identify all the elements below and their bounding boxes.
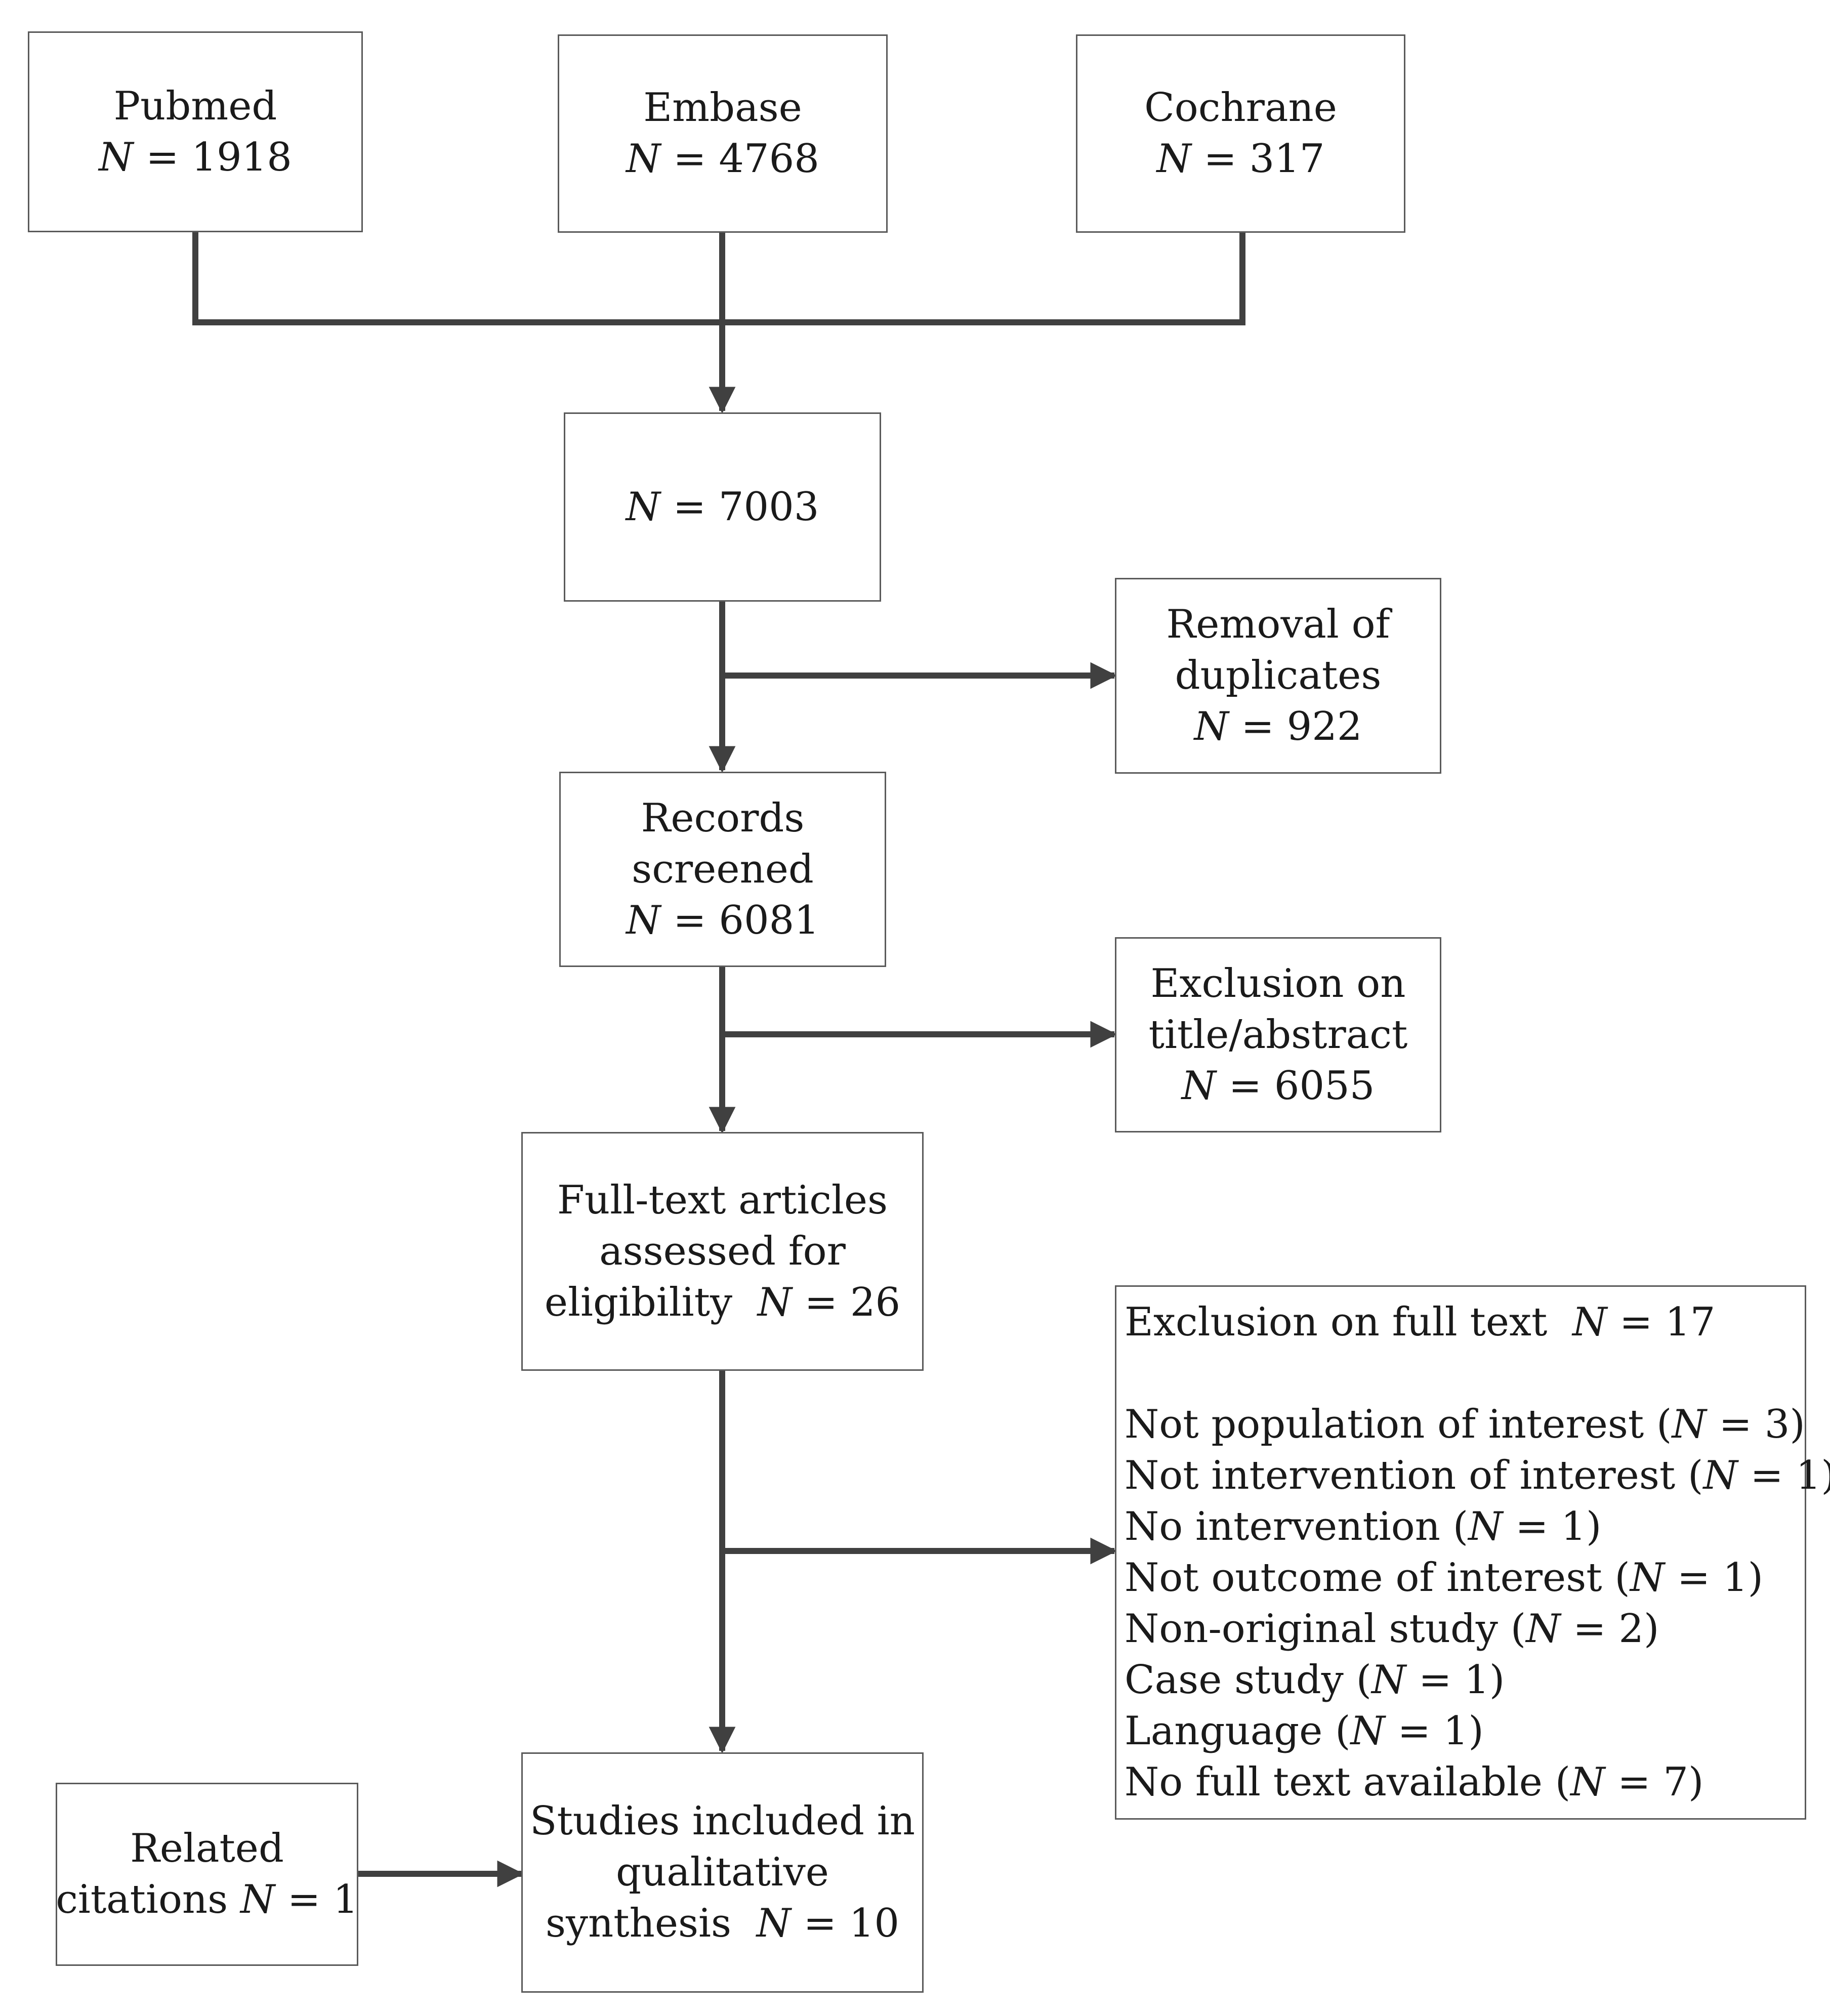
exclusion-reason: No intervention (N = 1) (1125, 1504, 1602, 1549)
related-box: Related citations N = 1 (56, 1783, 358, 1966)
related-line1: Related (130, 1826, 284, 1871)
exclusion-reason: Not outcome of interest (N = 1) (1125, 1555, 1764, 1601)
title-exclusion-count: N = 6055 (1181, 1063, 1375, 1109)
cochrane-count: N = 317 (1156, 136, 1325, 182)
exclusion-reason: Language (N = 1) (1125, 1708, 1484, 1754)
duplicates-count: N = 922 (1194, 704, 1362, 749)
fulltext-exclusion-box: Exclusion on full text N = 17 Not popula… (1115, 1285, 1830, 1820)
duplicates-box: Removal of duplicates N = 922 (1115, 578, 1441, 774)
pubmed-count: N = 1918 (99, 134, 292, 180)
included-box: Studies included in qualitative synthesi… (521, 1752, 924, 1993)
cochrane-label: Cochrane (1144, 85, 1337, 131)
duplicates-line2: duplicates (1175, 653, 1382, 698)
title-exclusion-line2: title/abstract (1148, 1012, 1408, 1058)
fulltext-line1: Full-text articles (557, 1177, 888, 1223)
screened-line1: Records (641, 795, 805, 841)
screened-line2: screened (632, 846, 814, 892)
included-line1: Studies included in (530, 1798, 915, 1844)
fulltext-line2: assessed for (599, 1228, 846, 1274)
combined-box: N = 7003 (564, 412, 881, 602)
related-count: citations N = 1 (56, 1877, 358, 1922)
exclusion-reason: Not intervention of interest (N = 1) (1125, 1453, 1830, 1498)
exclusion-reason: Non-original study (N = 2) (1125, 1606, 1659, 1652)
fulltext-exclusion-header: Exclusion on full text N = 17 (1125, 1299, 1716, 1345)
fulltext-box: Full-text articles assessed for eligibil… (521, 1132, 924, 1371)
screened-box: Records screened N = 6081 (559, 772, 886, 967)
title-exclusion-line1: Exclusion on (1150, 960, 1406, 1006)
title-exclusion-box: Exclusion on title/abstract N = 6055 (1115, 937, 1441, 1132)
cochrane-box: Cochrane N = 317 (1076, 34, 1405, 233)
combined-count: N = 7003 (626, 484, 819, 530)
included-line2: qualitative (616, 1850, 829, 1895)
fulltext-line3: eligibility N = 26 (544, 1279, 901, 1325)
screened-count: N = 6081 (626, 897, 819, 943)
pubmed-label: Pubmed (113, 83, 277, 129)
included-line3: synthesis N = 10 (545, 1901, 900, 1946)
exclusion-reason: No full text available (N = 7) (1125, 1759, 1704, 1805)
duplicates-line1: Removal of (1166, 602, 1390, 647)
embase-label: Embase (643, 85, 802, 131)
exclusion-reason: Case study (N = 1) (1125, 1657, 1505, 1703)
embase-count: N = 4768 (626, 136, 819, 182)
pubmed-box: Pubmed N = 1918 (28, 31, 363, 232)
embase-box: Embase N = 4768 (558, 34, 888, 233)
exclusion-reason: Not population of interest (N = 3) (1125, 1402, 1805, 1447)
